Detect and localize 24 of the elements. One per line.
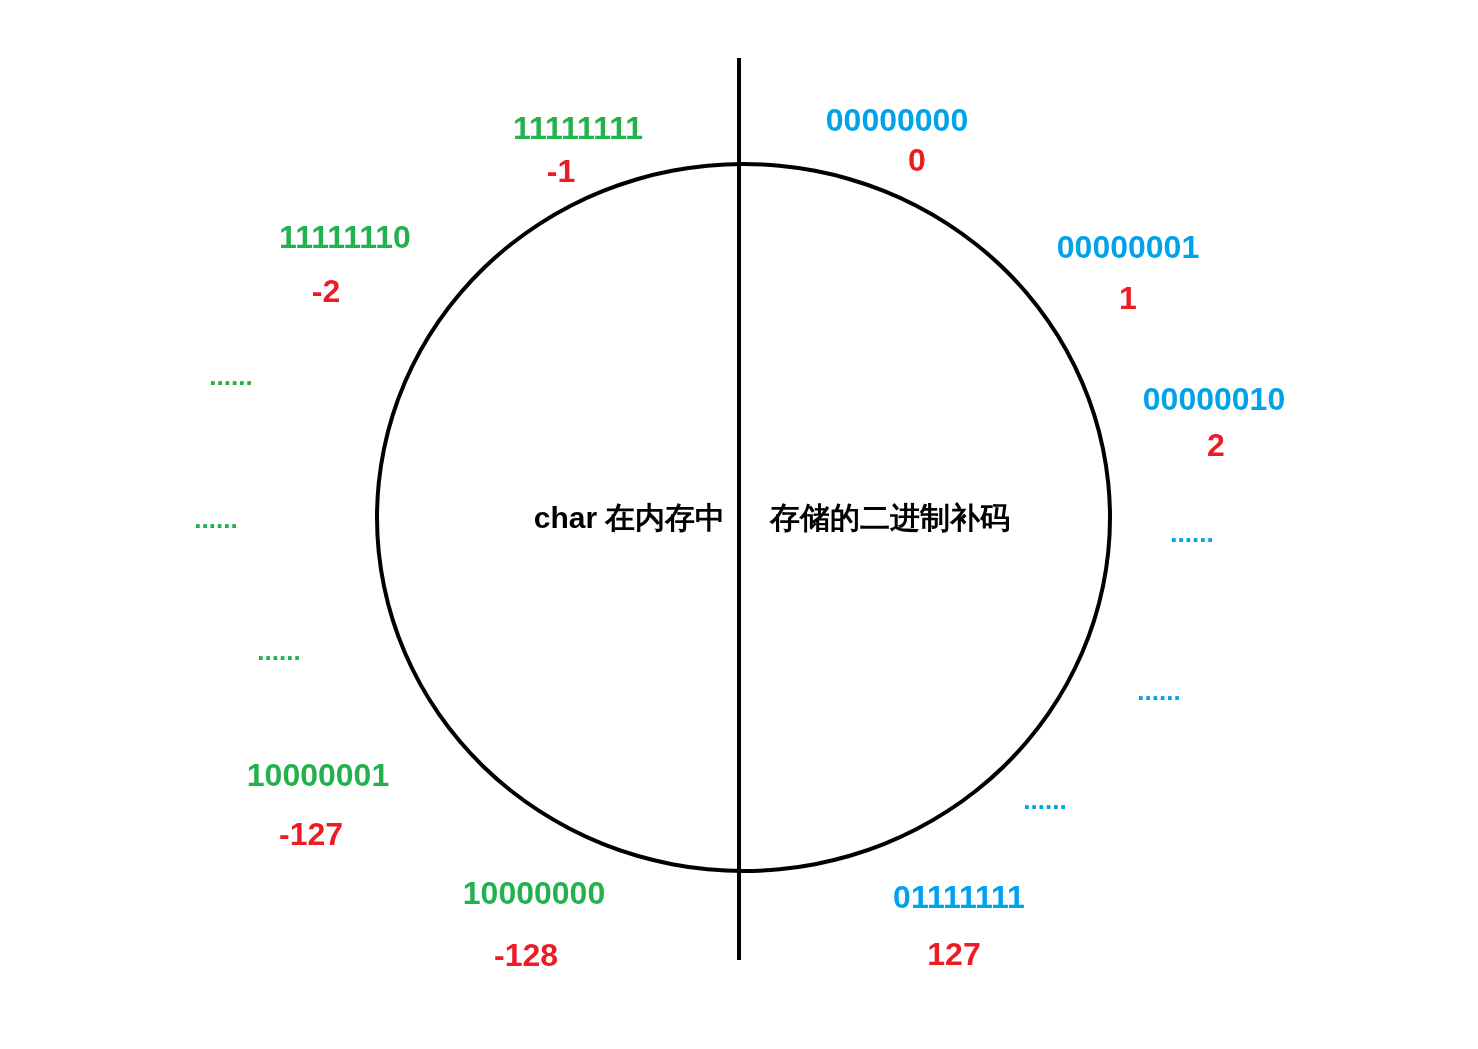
ellipsis-text: ...... xyxy=(257,638,301,664)
binary-value: 10000001 xyxy=(246,759,390,791)
binary-value: 11111110 xyxy=(279,221,411,253)
decimal-value: -127 xyxy=(279,818,343,850)
binary-value: 00000010 xyxy=(1142,383,1286,415)
circle-text: 存储的二进制补码 xyxy=(769,502,1010,533)
ellipsis-text: ...... xyxy=(209,363,253,389)
decimal-value: 1 xyxy=(1119,282,1137,314)
circle-text: char 在内存中 xyxy=(533,502,726,533)
ellipsis-text: ...... xyxy=(1137,678,1181,704)
decimal-value: 127 xyxy=(927,938,981,970)
decimal-value: -2 xyxy=(311,275,341,307)
ellipsis-text: ...... xyxy=(194,506,238,532)
binary-value: 01111111 xyxy=(893,881,1025,913)
decimal-value: 2 xyxy=(1207,429,1225,461)
binary-value: 00000000 xyxy=(825,104,969,136)
binary-value: 10000000 xyxy=(462,877,606,909)
binary-value: 11111111 xyxy=(513,112,643,144)
ellipsis-text: ...... xyxy=(1023,787,1067,813)
decimal-value: -128 xyxy=(494,939,558,971)
decimal-value: 0 xyxy=(908,144,926,176)
binary-value: 00000001 xyxy=(1056,231,1200,263)
ellipsis-text: ...... xyxy=(1170,520,1214,546)
decimal-value: -1 xyxy=(546,155,576,187)
